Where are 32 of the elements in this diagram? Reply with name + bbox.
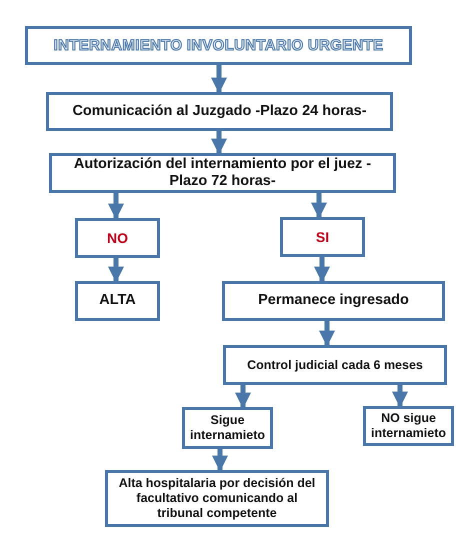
arrow xyxy=(108,193,124,220)
process-box xyxy=(49,153,396,193)
process-box xyxy=(75,218,160,258)
box-label: SI xyxy=(316,228,330,246)
process-box xyxy=(46,92,393,131)
title-text: INTERNAMIENTO INVOLUNTARIO URGENTE xyxy=(54,36,384,54)
process-box xyxy=(75,281,160,321)
box-label: Permanece ingresado xyxy=(258,292,409,310)
box-label: ALTA xyxy=(99,292,136,310)
arrow xyxy=(235,385,251,409)
arrow xyxy=(314,257,330,283)
arrow xyxy=(311,193,327,219)
arrow xyxy=(392,385,408,408)
process-box xyxy=(222,281,445,321)
box-label: Autorización del internamiento por el juez -Plazo 72 horas- xyxy=(72,156,372,190)
arrow xyxy=(319,321,335,347)
title-box xyxy=(25,26,412,65)
arrow xyxy=(211,65,227,94)
process-box xyxy=(363,406,454,446)
process-box xyxy=(182,407,273,449)
box-label: Sigue internamieto xyxy=(190,413,266,443)
box-label: Comunicación al Juzgado -Plazo 24 horas- xyxy=(72,102,367,120)
arrow xyxy=(108,258,124,283)
process-box xyxy=(223,345,447,385)
process-box xyxy=(105,470,329,527)
box-label: NO xyxy=(107,230,128,246)
arrow xyxy=(211,131,227,155)
process-box xyxy=(280,217,365,257)
box-label: Alta hospitalaria por decisión del facultativo comunicando al tribunal competente xyxy=(118,476,316,521)
box-label: Control judicial cada 6 meses xyxy=(247,358,423,372)
arrow xyxy=(212,449,228,472)
box-label: NO sigue internamieto xyxy=(371,411,446,441)
